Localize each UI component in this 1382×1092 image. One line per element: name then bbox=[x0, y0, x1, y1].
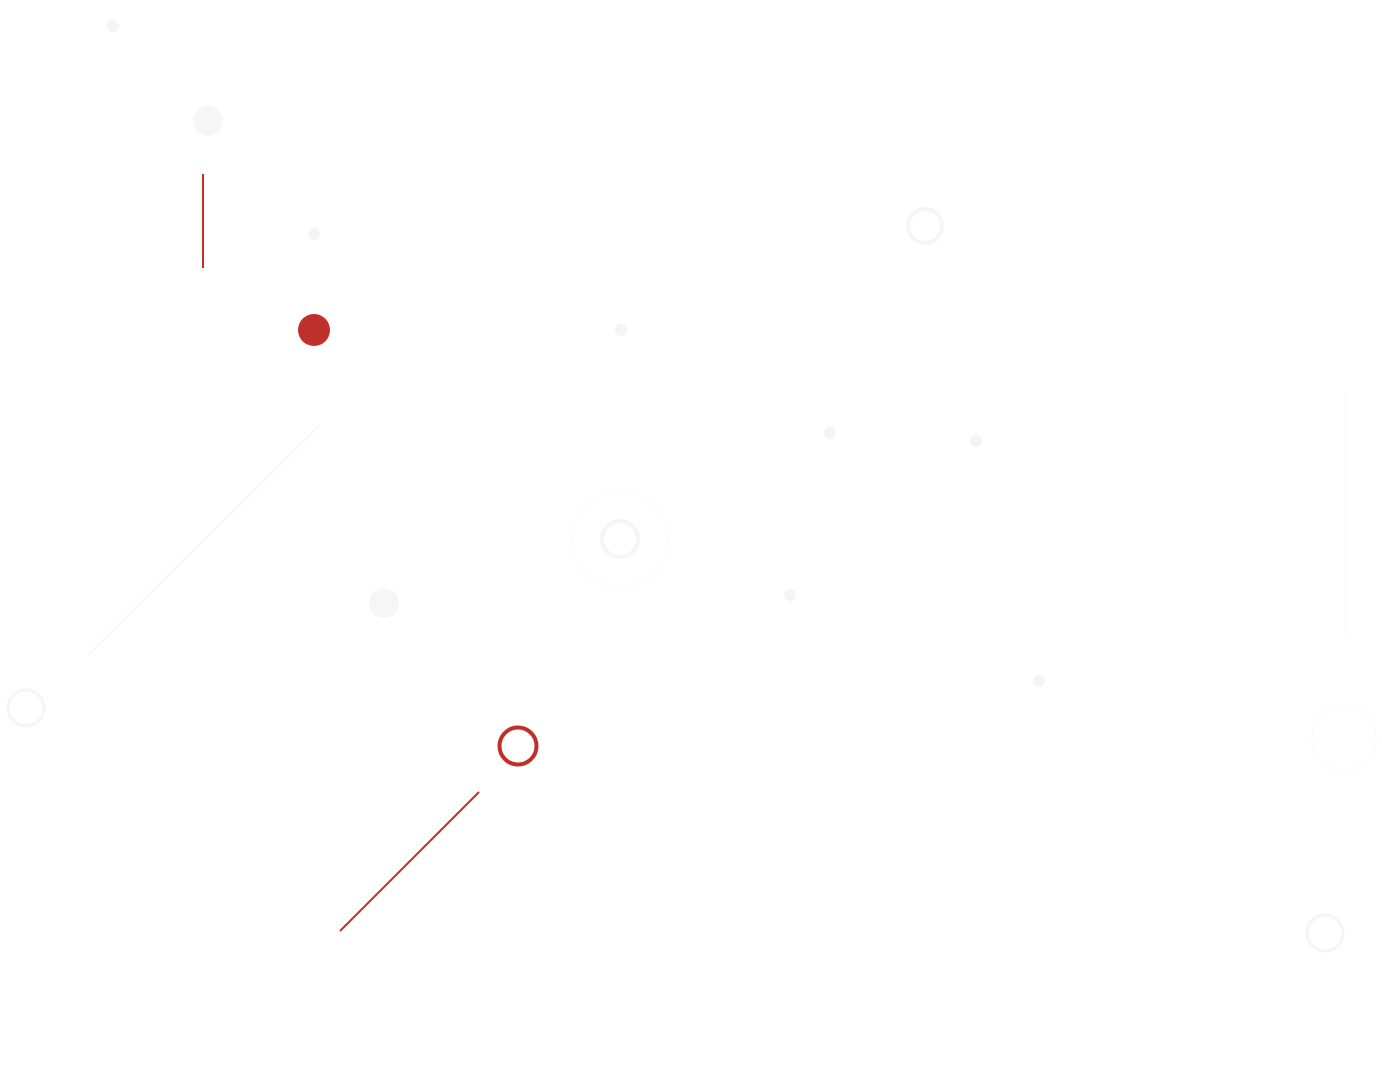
faint-dot bbox=[107, 20, 119, 32]
faint-ring bbox=[1311, 705, 1377, 771]
faint-dot bbox=[369, 588, 399, 618]
faint-dot bbox=[615, 324, 627, 336]
faint-diagonal-line bbox=[87, 424, 321, 656]
faint-dot bbox=[1033, 675, 1045, 687]
faint-rings bbox=[6, 207, 1377, 953]
faint-ring bbox=[600, 519, 640, 559]
faint-ring bbox=[1305, 913, 1345, 953]
faint-ring bbox=[571, 490, 669, 588]
red-ring bbox=[497, 725, 539, 767]
faint-ring bbox=[906, 207, 944, 245]
red-diagonal-line bbox=[339, 791, 480, 932]
faint-decor bbox=[107, 20, 1045, 687]
red-filled-dot bbox=[298, 314, 330, 346]
faint-dot bbox=[970, 435, 982, 447]
faint-dot bbox=[824, 427, 836, 439]
faint-dot bbox=[784, 589, 796, 601]
faint-dot bbox=[308, 228, 320, 240]
faint-dot bbox=[193, 106, 223, 136]
faint-ring bbox=[6, 688, 46, 728]
